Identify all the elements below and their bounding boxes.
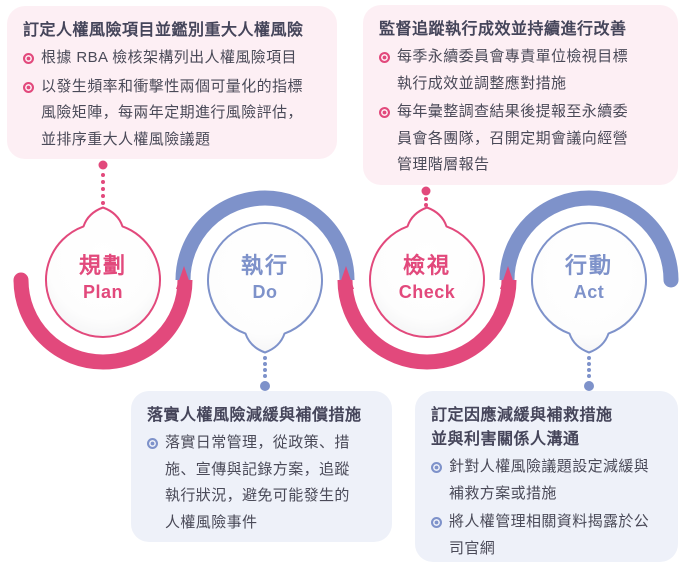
stage-check-zh: 檢視 <box>402 253 451 278</box>
stage-do-zh: 執行 <box>240 253 289 278</box>
stage-label-check: 檢視 Check <box>362 252 492 304</box>
do-bullet-1: 落實日常管理，從政策、措 施、宣傳與記錄方案，追蹤 執行狀況，避免可能發生的 人… <box>165 434 350 531</box>
list-item: 每季永續委員會專責單位檢視目標 執行成效並調整應對措施 <box>379 44 664 97</box>
act-box-title: 訂定因應減緩與補救措施 並與利害關係人溝通 <box>431 407 613 448</box>
stage-plan-zh: 規劃 <box>78 253 127 278</box>
stage-label-act: 行動 Act <box>524 252 654 304</box>
plan-bullet-1: 根據 RBA 檢核架構列出人權風險項目 <box>41 49 297 66</box>
do-info-box: 落實人權風險減緩與補償措施 落實日常管理，從政策、措 施、宣傳與記錄方案，追蹤 … <box>131 391 392 542</box>
wave-arc-do <box>175 190 355 281</box>
plan-info-box: 訂定人權風險項目並鑑別重大人權風險 根據 RBA 檢核架構列出人權風險項目 以發… <box>7 6 337 159</box>
plan-box-title: 訂定人權風險項目並鑑別重大人權風險 <box>23 22 304 39</box>
bubble-plan <box>45 206 161 338</box>
wave-arc-check <box>337 279 517 370</box>
stage-label-plan: 規劃 Plan <box>38 252 168 304</box>
connector-act <box>584 356 594 391</box>
wave-arc-act <box>499 190 679 288</box>
stage-check-en: Check <box>398 282 456 302</box>
stage-act-en: Act <box>573 282 605 302</box>
stage-act-zh: 行動 <box>564 253 613 278</box>
wave-junction-chevron <box>176 266 192 289</box>
stage-do-en: Do <box>252 282 278 302</box>
do-box-title: 落實人權風險減緩與補償措施 <box>147 407 362 424</box>
list-item: 將人權管理相關資料揭露於公 司官網 <box>431 509 664 562</box>
wave-junction-chevron <box>500 266 516 289</box>
act-info-box: 訂定因應減緩與補救措施 並與利害關係人溝通 針對人權風險議題設定減緩與 補救方案… <box>415 391 678 562</box>
list-item: 針對人權風險議題設定減緩與 補救方案或措施 <box>431 454 664 507</box>
target-bullet-icon <box>147 438 158 449</box>
list-item: 每年彙整調查結果後提報至永續委 員會各團隊，召開定期會議向經營 管理階層報告 <box>379 99 664 179</box>
bubble-act <box>531 222 647 354</box>
list-item: 落實日常管理，從政策、措 施、宣傳與記錄方案，追蹤 執行狀況，避免可能發生的 人… <box>147 430 378 536</box>
target-bullet-icon <box>379 52 390 63</box>
connector-check <box>421 186 431 207</box>
target-bullet-icon <box>431 462 442 473</box>
act-bullet-1: 針對人權風險議題設定減緩與 補救方案或措施 <box>449 458 650 502</box>
check-info-box: 監督追蹤執行成效並持續進行改善 每季永續委員會專責單位檢視目標 執行成效並調整應… <box>363 5 678 185</box>
stage-label-do: 執行 Do <box>200 252 330 304</box>
wave-junction-chevron <box>338 266 354 289</box>
check-bullet-1: 每季永續委員會專責單位檢視目標 執行成效並調整應對措施 <box>397 48 629 92</box>
bubble-do <box>207 222 323 354</box>
target-bullet-icon <box>23 81 34 93</box>
wave-arc-plan <box>13 272 193 370</box>
wave-end-cap <box>663 272 679 288</box>
check-box-title: 監督追蹤執行成效並持續進行改善 <box>379 21 627 38</box>
act-bullet-2: 將人權管理相關資料揭露於公 司官網 <box>449 513 650 557</box>
connector-do <box>260 356 270 391</box>
target-bullet-icon <box>379 107 390 118</box>
bubble-check <box>369 206 485 338</box>
stage-plan-en: Plan <box>82 282 123 302</box>
check-bullet-2: 每年彙整調查結果後提報至永續委 員會各團隊，召開定期會議向經營 管理階層報告 <box>397 103 629 173</box>
plan-bullet-2: 以發生頻率和衝擊性兩個可量化的指標 風險矩陣，每兩年定期進行風險評估， 並排序重… <box>41 77 303 148</box>
list-item: 根據 RBA 檢核架構列出人權風險項目 <box>23 45 323 72</box>
list-item: 以發生頻率和衝擊性兩個可量化的指標 風險矩陣，每兩年定期進行風險評估， 並排序重… <box>23 74 323 154</box>
target-bullet-icon <box>431 517 442 528</box>
connector-plan <box>98 160 108 205</box>
target-bullet-icon <box>23 53 34 64</box>
